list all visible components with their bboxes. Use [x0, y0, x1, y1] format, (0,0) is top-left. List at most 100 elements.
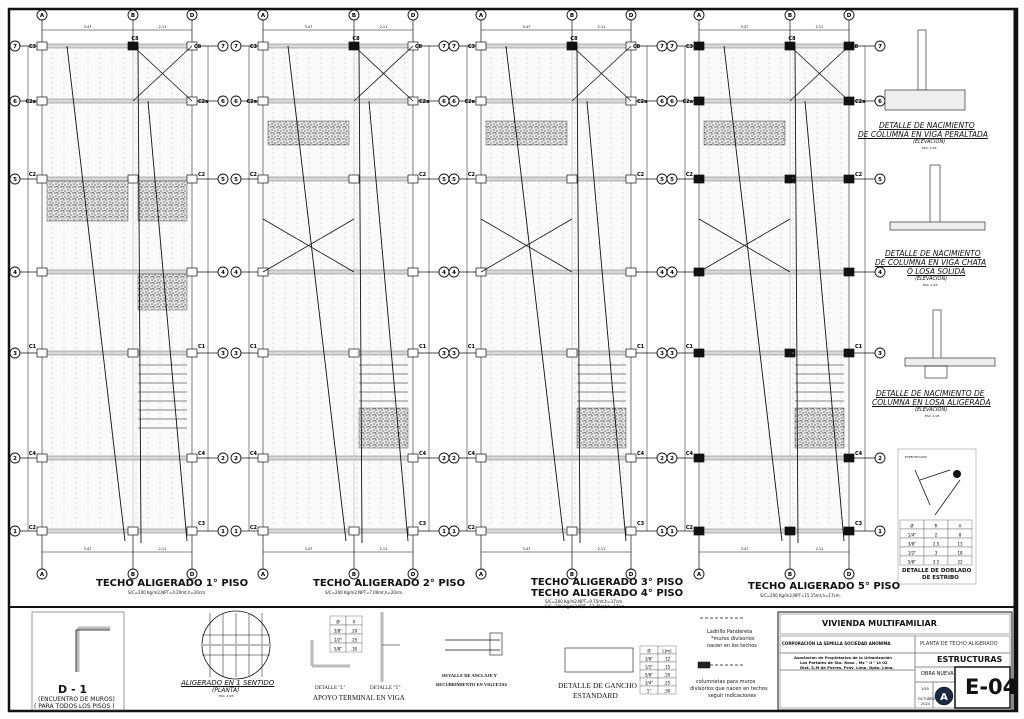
- axis-bubble-1-circle: [217, 525, 229, 537]
- axis-bubble-7-circle: [874, 40, 886, 52]
- gancho-table-cell-text: .30: [664, 689, 671, 694]
- legend-nacen: nacen en los techos: [707, 643, 757, 649]
- estribo-table-cell-text: 2: [935, 533, 938, 538]
- column: [127, 348, 139, 358]
- axis-bubble-A: A: [479, 572, 484, 578]
- axis-bubble-5: 5: [670, 177, 674, 183]
- column-label: C8: [570, 36, 578, 42]
- tb-project-box: [779, 613, 1011, 635]
- axis-bubble-7: 7: [13, 44, 17, 50]
- axis-bubble-6-circle: [448, 95, 460, 107]
- beam: [480, 98, 632, 104]
- apoyo-table-cell-text: 1/2": [334, 638, 342, 643]
- column: [566, 348, 578, 358]
- axis-bubble-B: B: [352, 572, 356, 578]
- void-brace: [353, 45, 414, 102]
- axis-bubble-2: 2: [13, 456, 17, 462]
- void-brace: [571, 45, 632, 102]
- axis-bubble-D-circle: [407, 9, 419, 21]
- column: [625, 174, 637, 184]
- column: [407, 174, 419, 184]
- column-label: C4: [468, 451, 476, 457]
- column: [625, 526, 637, 536]
- axis-bubble-1: 1: [452, 529, 456, 535]
- column-label: C1: [250, 344, 258, 350]
- beam: [698, 350, 850, 356]
- axis-bubble-D-circle: [186, 568, 198, 580]
- column: [843, 267, 855, 277]
- company-logo-letter: A: [940, 692, 948, 703]
- beam: [41, 350, 193, 356]
- column: [843, 174, 855, 184]
- beam: [698, 98, 850, 104]
- beam: [480, 43, 632, 49]
- void-brace: [698, 218, 791, 273]
- axis-bubble-1-circle: [448, 525, 460, 537]
- axis-bubble-B: B: [788, 13, 792, 19]
- detail-apoyo: [310, 612, 400, 682]
- axis-bubble-1: 1: [670, 529, 674, 535]
- apoyo-table-cell-text: 3/8": [334, 629, 342, 634]
- column-label: C1: [198, 344, 206, 350]
- axis-bubble-A: A: [697, 572, 702, 578]
- axis-bubble-7-circle: [666, 40, 678, 52]
- axis-bubble-2-circle: [230, 452, 242, 464]
- nac2-l3: Ó LOSA SOLIDA: [907, 267, 966, 276]
- axis-bubble-2: 2: [234, 456, 238, 462]
- axis-bubble-3: 3: [221, 351, 225, 357]
- axis-bubble-2-circle: [666, 452, 678, 464]
- gancho-table-cell-text: 5/8": [645, 673, 653, 678]
- gancho-table-cell-text: .20: [664, 673, 671, 678]
- estribo-bar: [953, 470, 961, 478]
- column: [348, 348, 360, 358]
- plan-5-subtitle: S/C=200 Kg/m2,NPT=15.15mt,h=17cm.: [760, 593, 841, 598]
- nac3-l2: COLUMNA EN LOSA ALIGERADA: [872, 398, 991, 407]
- column: [407, 348, 419, 358]
- column-label: C4: [29, 451, 37, 457]
- axis-bubble-A: A: [40, 572, 45, 578]
- column-label: C4: [855, 451, 863, 457]
- column-label: C2: [855, 172, 863, 178]
- axis-bubble-3-circle: [874, 347, 886, 359]
- column-label: C1: [855, 344, 863, 350]
- section-line: [287, 45, 347, 542]
- axis-bubble-3: 3: [452, 351, 456, 357]
- section-line: [147, 100, 188, 542]
- nac2-slab: [889, 221, 986, 231]
- column-label: C3: [686, 44, 694, 50]
- column-label: C1: [419, 344, 427, 350]
- gancho-line1: DETALLE DE GANCHO: [558, 681, 637, 690]
- axis-bubble-D-circle: [625, 568, 637, 580]
- axis-bubble-5: 5: [442, 177, 446, 183]
- void-brace: [132, 45, 193, 102]
- column-label: C1: [468, 344, 476, 350]
- solid-slab: [46, 180, 129, 222]
- plan-1-subtitle: S/C=200 Kg/m2,NPT=4.20mt,h=20cm.: [128, 590, 207, 595]
- axis-bubble-7: 7: [452, 44, 456, 50]
- column: [36, 526, 48, 536]
- axis-bubble-D: D: [847, 13, 852, 19]
- column: [475, 96, 487, 106]
- axis-bubble-3: 3: [878, 351, 882, 357]
- title-block: A: [777, 611, 1013, 711]
- axis-bubble-5: 5: [234, 177, 238, 183]
- detail-gancho: [564, 647, 634, 673]
- apoyo-table-cell-text: 5/8": [334, 647, 342, 652]
- axis-bubble-4-circle: [217, 266, 229, 278]
- axis-bubble-5-circle: [874, 173, 886, 185]
- estribo-table-cell-text: 22: [957, 560, 963, 565]
- plan-1-title: TECHO ALIGERADO 1° PISO: [96, 578, 249, 589]
- axis-bubble-5: 5: [221, 177, 225, 183]
- nac1-column: [917, 29, 927, 91]
- axis-bubble-A-circle: [475, 9, 487, 21]
- column-label: C8: [633, 44, 641, 50]
- column: [186, 348, 198, 358]
- column-label: C2: [468, 525, 476, 531]
- column: [693, 96, 705, 106]
- beam: [262, 455, 414, 461]
- columneta-symbol: [697, 661, 711, 669]
- gancho-table-cell-text: 1/2": [645, 665, 653, 670]
- column: [625, 267, 637, 277]
- solid-slab: [576, 407, 627, 449]
- apoyo-detail-t: DETALLE "T": [370, 686, 401, 691]
